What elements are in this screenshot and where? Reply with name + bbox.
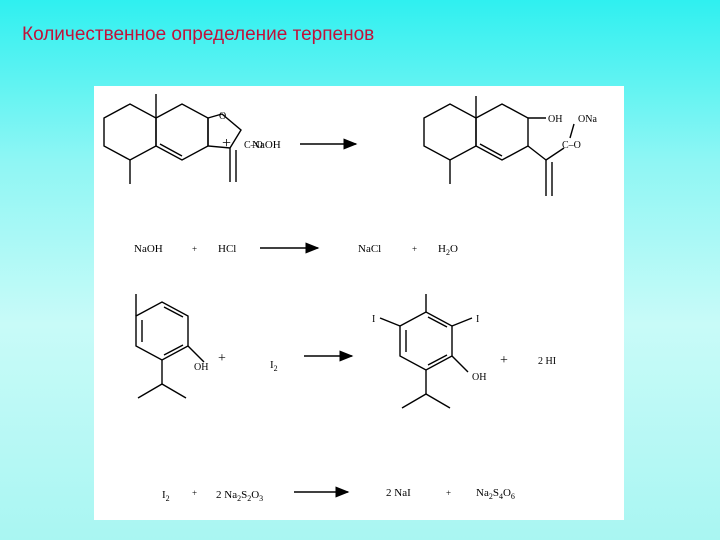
slide-title: Количественное определение терпенов xyxy=(22,24,375,45)
reaction3-iodine: I2 xyxy=(270,359,278,373)
reaction4-nai: 2 NaI xyxy=(386,487,411,499)
product-iodine-right: I xyxy=(476,314,479,325)
reaction2-water: H2O xyxy=(438,243,458,257)
product-oh-label: OH xyxy=(548,114,562,125)
reaction4-thiosulfate: 2 Na2S2O3 xyxy=(216,489,263,503)
diiodothymol-structure xyxy=(379,294,473,409)
reaction3-hi: 2 HI xyxy=(538,356,556,367)
thymol-structure xyxy=(135,294,205,399)
reaction-panel: O C–O + NaOH OH ONa C–O NaOH + HCl NaCl … xyxy=(94,86,624,520)
reaction1-naoh: NaOH xyxy=(252,139,281,151)
thymol-oh-label: OH xyxy=(194,362,208,373)
product-oh-label-2: OH xyxy=(472,372,486,383)
reaction-scheme: O C–O + NaOH OH ONa C–O NaOH + HCl NaCl … xyxy=(103,94,597,503)
reaction2-naoh: NaOH xyxy=(134,243,163,255)
reaction4-iodine: I2 xyxy=(162,489,170,503)
reaction2-nacl: NaCl xyxy=(358,243,381,255)
product-ona-label: ONa xyxy=(578,114,597,125)
reaction2-hcl: HCl xyxy=(218,243,236,255)
reaction2-plus2: + xyxy=(412,244,417,254)
reaction3-plus2: + xyxy=(500,353,508,368)
lactone-co-label: C–O xyxy=(244,140,263,151)
reaction2-plus1: + xyxy=(192,244,197,254)
product-iodine-left: I xyxy=(372,314,375,325)
reaction1-plus: + xyxy=(222,135,231,152)
product-co-label: C–O xyxy=(562,140,581,151)
lactone-structure xyxy=(103,94,242,184)
hydroxy-acid-salt-structure xyxy=(423,96,575,196)
lactone-o-label: O xyxy=(219,111,226,122)
reaction4-plus2: + xyxy=(446,488,451,498)
reaction3-plus1: + xyxy=(218,351,226,366)
reaction4-plus1: + xyxy=(192,488,197,498)
reaction4-tetrathionate: Na2S4O6 xyxy=(476,487,515,501)
